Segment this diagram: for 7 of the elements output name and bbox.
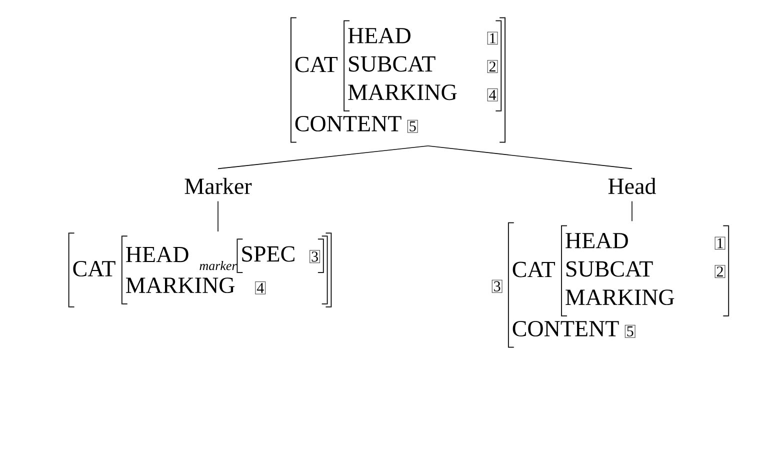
feature-structure: 3 CAT HEAD 1 SUBCAT 2 MARKING CONTENT 5 bbox=[492, 222, 730, 348]
feature-structure: CAT HEAD marker SPEC 3 MARKING 4 bbox=[68, 232, 332, 308]
node-label: Head bbox=[608, 178, 656, 194]
feature-structure: CAT HEAD 1 SUBCAT 2 MARKING 4 CONTENT 5 bbox=[290, 16, 506, 144]
tree-branch bbox=[218, 146, 428, 170]
tree-branch bbox=[428, 146, 632, 170]
node-label: Marker bbox=[184, 178, 252, 194]
